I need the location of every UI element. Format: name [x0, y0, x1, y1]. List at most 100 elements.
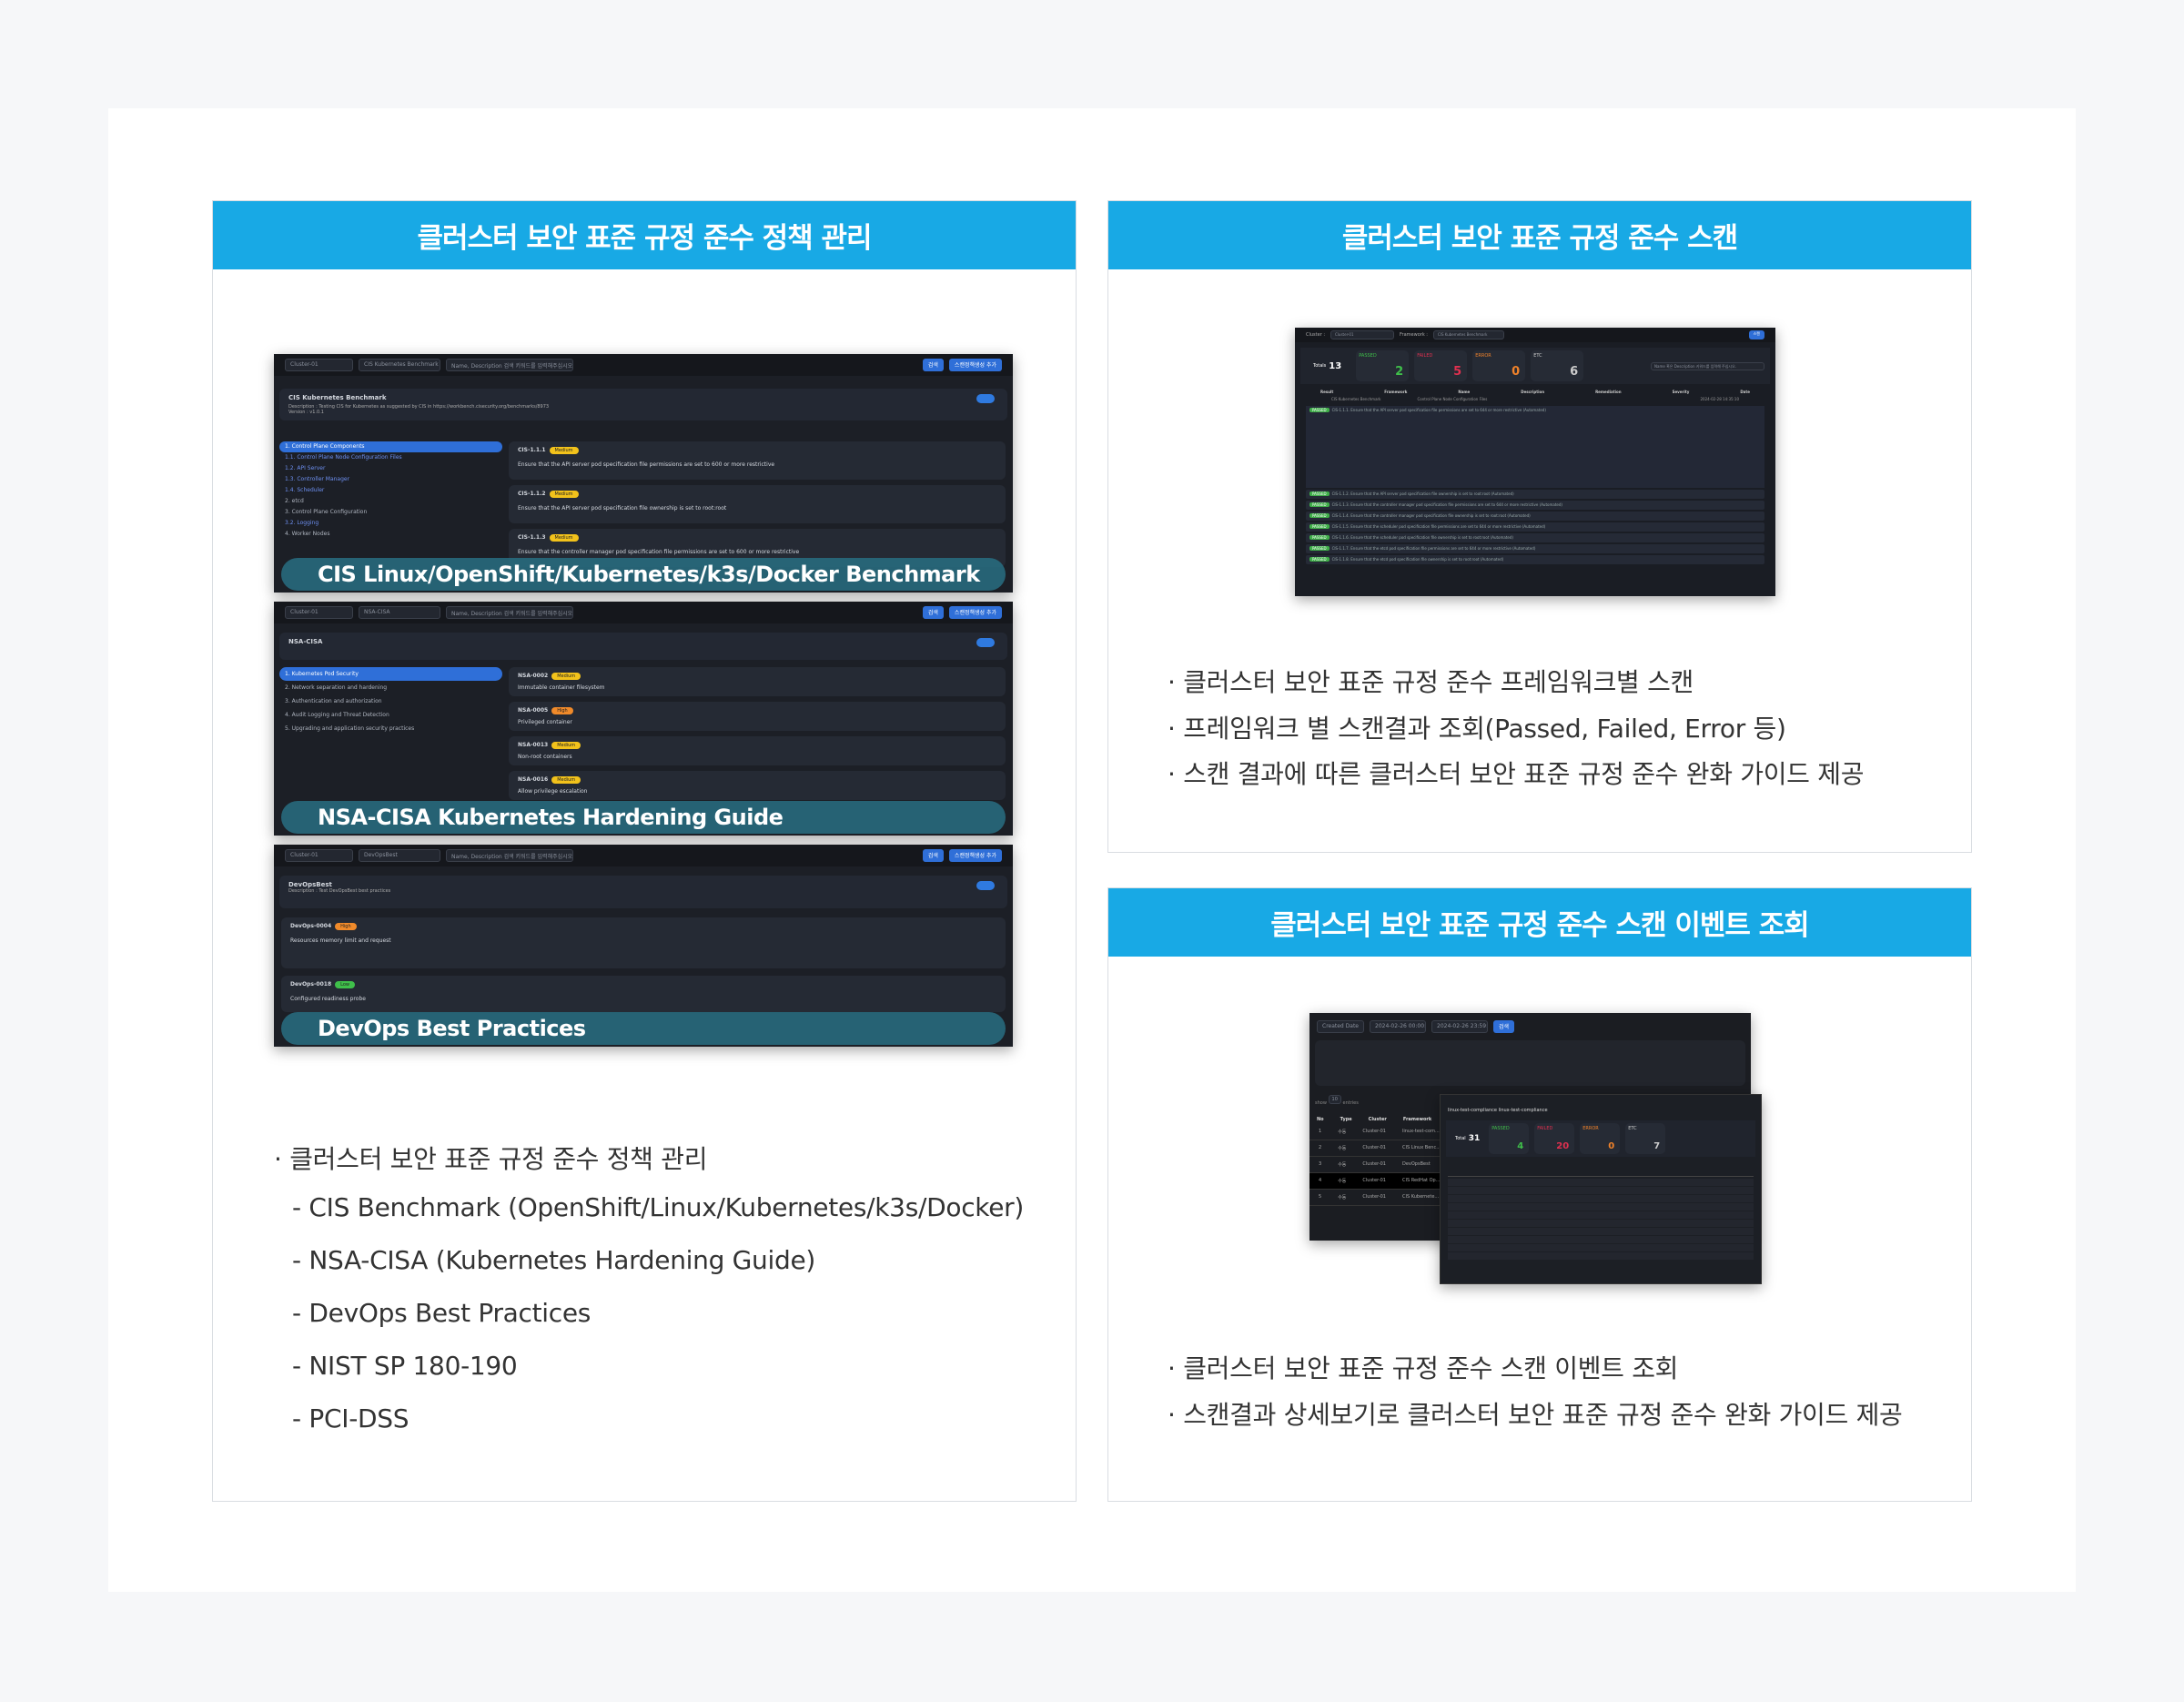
section-item: 3.2. Logging [285, 520, 319, 526]
search-button: 검색 [1493, 1020, 1515, 1033]
cluster-select: Cluster-01 [1330, 330, 1395, 339]
framework-name: NSA-CISA [288, 638, 323, 645]
cis-caption: CIS Linux/OpenShift/Kubernetes/k3s/Docke… [281, 558, 1006, 591]
table-cell: 1 [1319, 1129, 1322, 1134]
policy-item: - NSA-CISA (Kubernetes Hardening Guide) [292, 1245, 815, 1275]
section-item: 2. etcd [285, 498, 304, 504]
cis-benchmark-screenshot: Cluster-01 CIS Kubernetes Benchmark Name… [274, 354, 1013, 593]
table-cell: Cluster-01 [1362, 1178, 1386, 1183]
section-list: 1. Control Plane Components 1.1. Control… [279, 441, 502, 540]
framework-description: Description : Test DevOpsBest best pract… [288, 888, 391, 894]
search-button: 검색 [922, 606, 944, 619]
section-list: 1. Kubernetes Pod Security 2. Network se… [279, 667, 502, 735]
table-cell: CIS RedHat Op... [1401, 1178, 1441, 1183]
table-cell: CIS Kubernete... [1401, 1194, 1440, 1200]
section-item: 4. Audit Logging and Threat Detection [285, 712, 389, 718]
detail-title: linux-test-compliance linux-test-complia… [1448, 1108, 1548, 1113]
totals-value: 13 [1329, 360, 1342, 371]
scan-screenshot: Cluster :Cluster-01 Framework :CIS Kuber… [1295, 328, 1775, 596]
search-button: 검색 [922, 849, 944, 862]
table-cell: 4 [1319, 1178, 1322, 1183]
section-item: 1.2. API Server [285, 465, 326, 471]
total-label: Total [1455, 1136, 1466, 1141]
framework-version: Version : v1.0.1 [288, 410, 324, 415]
table-cell: Cluster-01 [1362, 1161, 1386, 1167]
policy-item: - CIS Benchmark (OpenShift/Linux/Kuberne… [292, 1192, 1024, 1222]
framework-select: CIS Kubernetes Benchmark [359, 359, 440, 371]
framework-select: CIS Kubernetes Benchmark [1432, 330, 1504, 339]
table-cell: 3 [1319, 1161, 1322, 1167]
section-item: 5. Upgrading and application security pr… [285, 725, 415, 732]
scan-bullet: · 스캔 결과에 따른 클러스터 보안 표준 규정 준수 완화 가이드 제공 [1168, 759, 1865, 789]
add-policy-button: 스캔정책생성 추가 [948, 359, 1002, 371]
total-value: 31 [1468, 1134, 1481, 1143]
search-input: Name 혹은 Description 키워드를 입력해 주십시오. [1651, 361, 1764, 370]
policy-item: - NIST SP 180-190 [292, 1351, 518, 1381]
entries-label: entries [1342, 1100, 1359, 1106]
framework-select: DevOpsBest [359, 849, 440, 862]
search-input: Name, Description 검색 키워드를 입력해주십시오. [446, 849, 573, 862]
table-cell: 5 [1319, 1194, 1322, 1200]
section-item: 3. Control Plane Configuration [285, 509, 368, 515]
table-cell: Cluster-01 [1362, 1129, 1386, 1134]
enable-toggle [976, 394, 995, 403]
section-item: 4. Worker Nodes [285, 531, 330, 537]
events-bullet: · 클러스터 보안 표준 규정 준수 스캔 이벤트 조회 [1168, 1353, 1679, 1383]
policy-item: - DevOps Best Practices [292, 1298, 592, 1328]
totals-label: Totals [1313, 363, 1327, 369]
table-cell: 2 [1319, 1145, 1322, 1150]
section-item: 1.4. Scheduler [285, 487, 325, 493]
devops-screenshot: Cluster-01 DevOpsBest Name, Description … [274, 845, 1013, 1047]
policy-item: - PCI-DSS [292, 1403, 410, 1434]
policy-bullet: · 클러스터 보안 표준 규정 준수 정책 관리 [274, 1144, 708, 1174]
section-item: 1. Kubernetes Pod Security [279, 667, 502, 681]
scan-bullet: · 프레임워크 별 스캔결과 조회(Passed, Failed, Error … [1168, 714, 1786, 744]
date-filter-select: Created Date [1317, 1020, 1364, 1033]
nsa-caption: NSA-CISA Kubernetes Hardening Guide [281, 801, 1006, 834]
enable-toggle [976, 638, 995, 647]
scan-bullet: · 클러스터 보안 표준 규정 준수 프레임워크별 스캔 [1168, 667, 1694, 697]
framework-name: CIS Kubernetes Benchmark [288, 394, 387, 401]
devops-caption: DevOps Best Practices [281, 1012, 1006, 1045]
framework-label: Framework : [1400, 332, 1428, 338]
show-label: show [1315, 1100, 1327, 1106]
table-cell: 수동 [1338, 1162, 1347, 1168]
table-cell: 수동 [1338, 1179, 1347, 1184]
cluster-select: Cluster-01 [285, 849, 353, 862]
section-item: 3. Authentication and authorization [285, 698, 382, 704]
events-bullet: · 스캔결과 상세보기로 클러스터 보안 표준 규정 준수 완화 가이드 제공 [1168, 1400, 1903, 1430]
section-item: 2. Network separation and hardening [285, 684, 388, 691]
section-item: 1. Control Plane Components [279, 441, 502, 452]
framework-select: NSA-CISA [359, 606, 440, 619]
nsa-cisa-screenshot: Cluster-01 NSA-CISA Name, Description 검색… [274, 602, 1013, 836]
framework-name: DevOpsBest [288, 881, 332, 888]
section-item: 1.1. Control Plane Node Configuration Fi… [285, 454, 402, 461]
search-input: Name, Description 검색 키워드를 입력해주십시오. [446, 606, 573, 619]
policy-panel-title: 클러스터 보안 표준 규정 준수 정책 관리 [213, 201, 1076, 269]
add-policy-button: 스캔정책생성 추가 [948, 849, 1002, 862]
